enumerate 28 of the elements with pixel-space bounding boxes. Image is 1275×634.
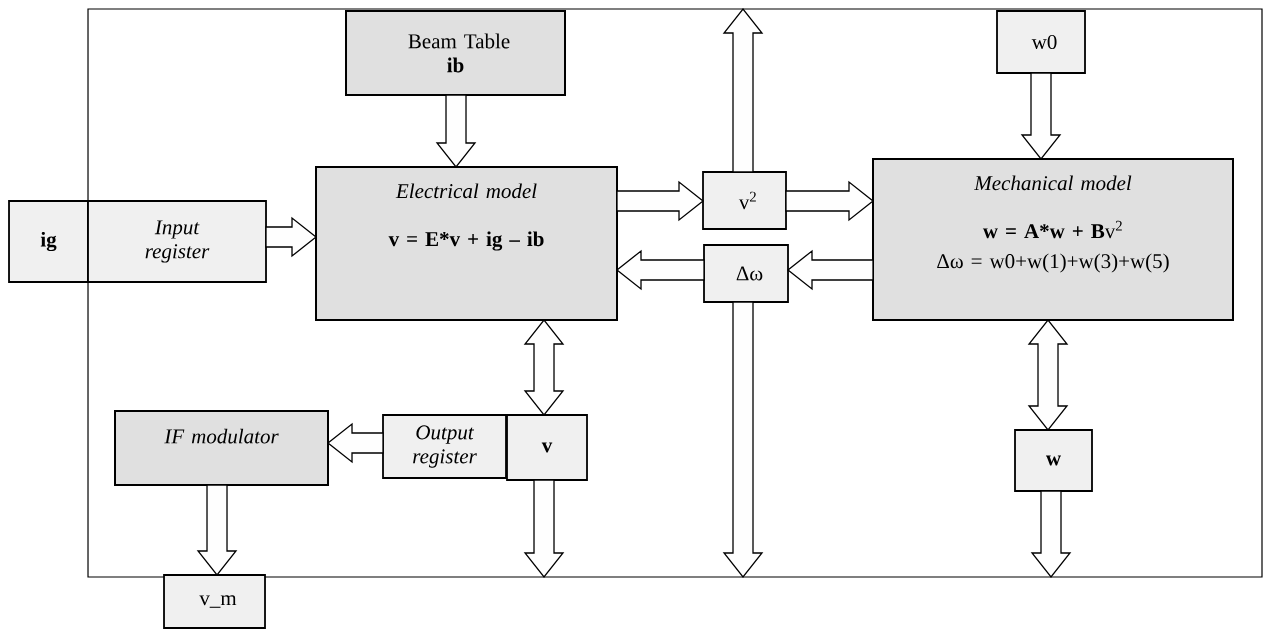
process-box: Beam Table ib xyxy=(345,10,566,96)
block-arrow xyxy=(523,479,565,579)
register-box: v$^{2}$ xyxy=(702,171,787,230)
process-box: IF modulator xyxy=(114,410,329,486)
register-box: v xyxy=(506,414,588,481)
block-arrow xyxy=(616,180,705,222)
block-arrow xyxy=(1027,318,1069,432)
block-arrow xyxy=(523,318,565,417)
block-arrow xyxy=(326,422,384,464)
register-box: v_m xyxy=(163,574,266,629)
block-arrow xyxy=(615,249,705,291)
block-arrow xyxy=(786,249,874,291)
register-box: Δω xyxy=(703,244,789,303)
register-box: Output register xyxy=(382,414,507,479)
block-arrow xyxy=(265,216,318,258)
block-arrow xyxy=(785,180,875,222)
block-arrow xyxy=(1030,490,1072,579)
block-arrow xyxy=(435,94,477,169)
register-box: w0 xyxy=(996,10,1086,74)
register-box: w xyxy=(1014,429,1093,492)
process-box: Mechanical model w = A*w + Bv$^{2}$ Δω = w0+w(1)+w(3)+w(5) xyxy=(872,158,1234,321)
system-boundary xyxy=(87,8,1263,578)
block-arrow xyxy=(1020,72,1062,161)
register-box: ig xyxy=(8,200,89,283)
process-box: Electrical model v = E*v + ig – ib xyxy=(315,166,618,321)
block-arrow xyxy=(196,484,238,577)
block-arrow xyxy=(722,301,764,579)
block-arrow xyxy=(722,7,764,173)
